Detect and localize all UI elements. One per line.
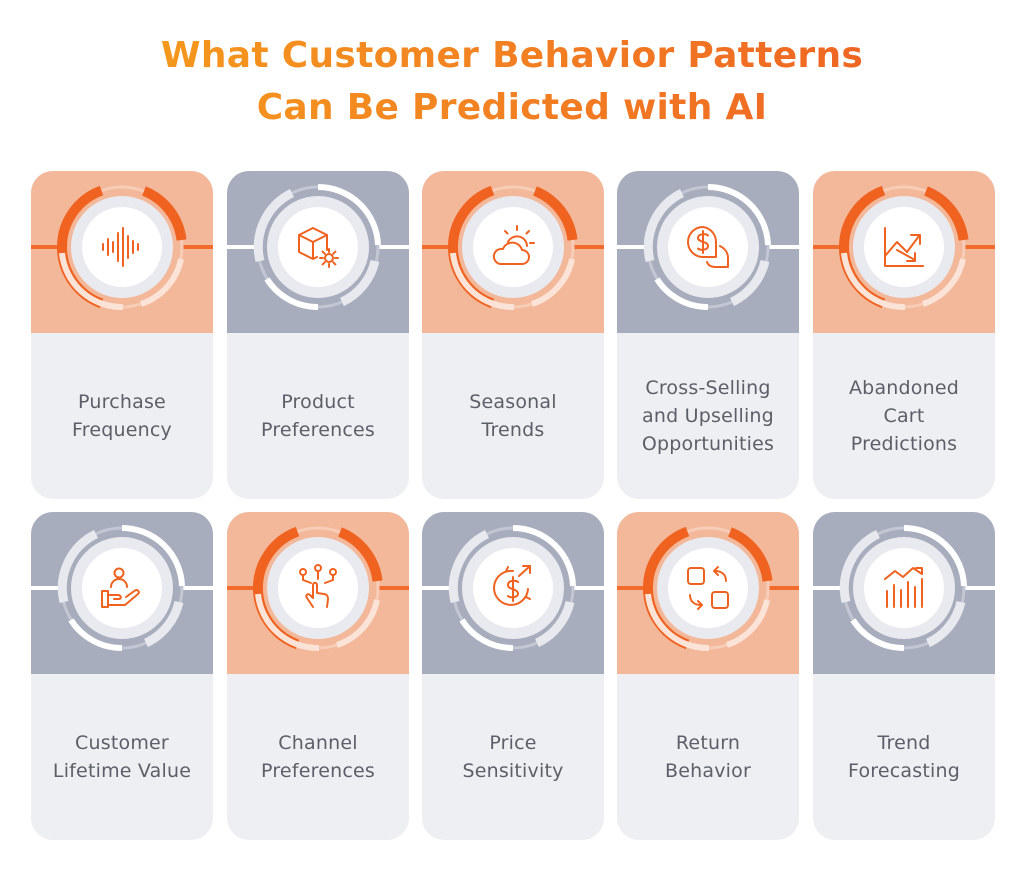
bar-trend-icon <box>879 563 929 613</box>
behavior-card: Price Sensitivity <box>422 512 604 840</box>
sun-cloud-icon <box>488 222 538 272</box>
hand-person-icon <box>97 563 147 613</box>
behavior-card: Purchase Frequency <box>31 171 213 499</box>
ring-decoration <box>813 525 995 652</box>
ring-decoration <box>617 526 799 652</box>
card-label-text: Abandoned Cart Predictions <box>848 377 960 455</box>
card-label-text: Channel Preferences <box>261 732 375 782</box>
card-label-text: Return Behavior <box>665 732 751 782</box>
title-line-2: Can Be Predicted with AI <box>256 87 768 128</box>
sound-wave-icon <box>97 222 147 272</box>
dollar-chat-icon <box>683 222 733 272</box>
ring-decoration <box>227 184 409 311</box>
card-header <box>422 512 604 674</box>
card-header <box>31 512 213 674</box>
card-label-text: Purchase Frequency <box>72 391 172 441</box>
page-title: What Customer Behavior Patterns Can Be P… <box>0 30 1024 134</box>
card-label-text: Cross-Selling and Upselling Opportunitie… <box>641 377 775 455</box>
card-header <box>617 512 799 674</box>
behavior-card: Channel Preferences <box>227 512 409 840</box>
card-label: Cross-Selling and Upselling Opportunitie… <box>617 333 799 499</box>
swap-boxes-icon <box>683 563 733 613</box>
card-header <box>813 171 995 333</box>
card-header <box>227 512 409 674</box>
ring-decoration <box>813 185 995 311</box>
card-header <box>227 171 409 333</box>
card-label-text: Trend Forecasting <box>848 732 960 782</box>
behavior-card: Seasonal Trends <box>422 171 604 499</box>
touch-channels-icon <box>293 563 343 613</box>
card-label: Channel Preferences <box>227 674 409 840</box>
behavior-card: Cross-Selling and Upselling Opportunitie… <box>617 171 799 499</box>
card-label: Product Preferences <box>227 333 409 499</box>
card-label-text: Seasonal Trends <box>469 391 557 441</box>
ring-decoration <box>422 185 604 311</box>
card-header <box>422 171 604 333</box>
behavior-card: Customer Lifetime Value <box>31 512 213 840</box>
dollar-cycle-icon <box>488 563 538 613</box>
card-label: Customer Lifetime Value <box>31 674 213 840</box>
card-label-text: Product Preferences <box>261 391 375 441</box>
card-label: Price Sensitivity <box>422 674 604 840</box>
card-label: Seasonal Trends <box>422 333 604 499</box>
box-gear-icon <box>293 222 343 272</box>
behavior-card: Trend Forecasting <box>813 512 995 840</box>
behavior-card: Product Preferences <box>227 171 409 499</box>
trend-chart-icon <box>879 222 929 272</box>
card-label: Trend Forecasting <box>813 674 995 840</box>
card-header <box>617 171 799 333</box>
card-header <box>813 512 995 674</box>
title-line-1: What Customer Behavior Patterns <box>160 35 864 76</box>
card-label-text: Customer Lifetime Value <box>52 732 192 782</box>
card-label: Return Behavior <box>617 674 799 840</box>
card-header <box>31 171 213 333</box>
behavior-card: Return Behavior <box>617 512 799 840</box>
card-label: Purchase Frequency <box>31 333 213 499</box>
card-label-text: Price Sensitivity <box>462 732 564 782</box>
behavior-card: Abandoned Cart Predictions <box>813 171 995 499</box>
card-label: Abandoned Cart Predictions <box>813 333 995 499</box>
